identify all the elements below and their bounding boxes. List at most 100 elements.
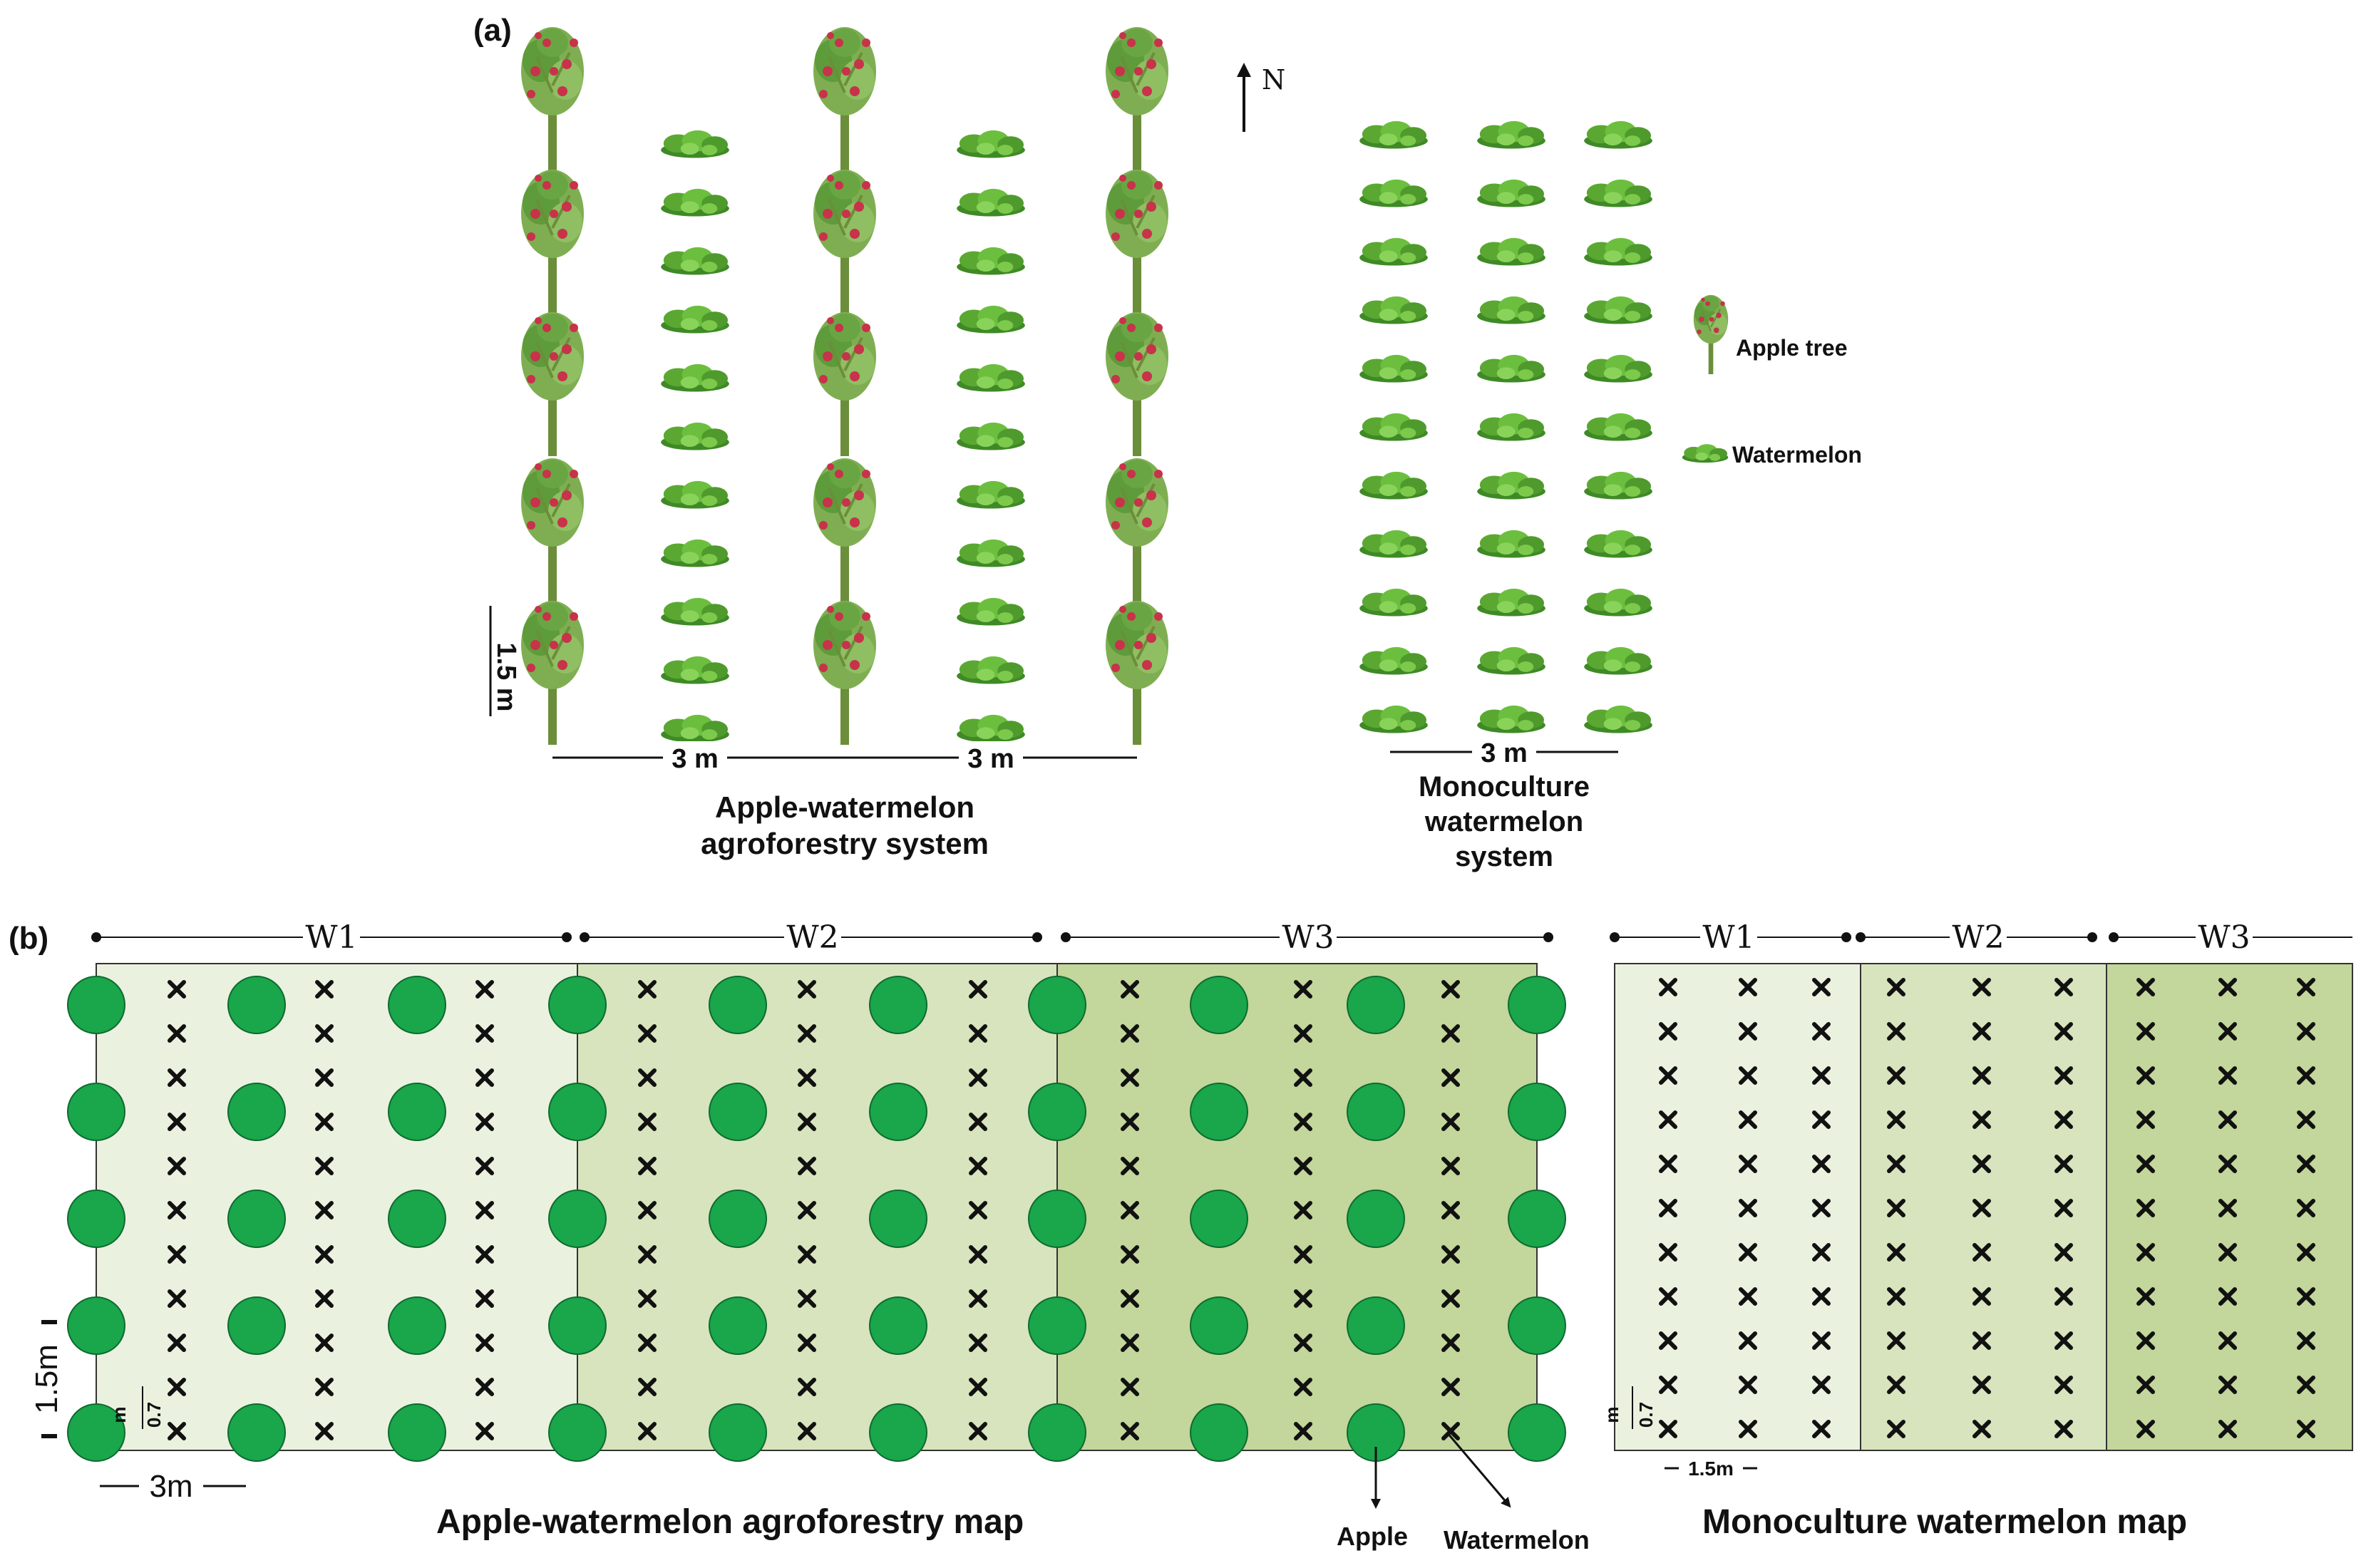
apple-tree-mark xyxy=(709,976,767,1034)
agroforestry-apple-trees xyxy=(520,26,1170,746)
apple-tree-mark xyxy=(67,976,125,1034)
watermelon-icon xyxy=(957,714,1025,743)
watermelon-icon xyxy=(661,539,729,567)
mono-zone-header-w2: W2 xyxy=(1856,919,2097,956)
apple-tree-mark xyxy=(548,1403,607,1462)
watermelon-icon xyxy=(1477,296,1545,324)
watermelon-icon xyxy=(1477,237,1545,266)
mono-zone-header-w1: W1 xyxy=(1610,919,1851,956)
agro-map-apple-marks xyxy=(67,976,1566,1462)
monoculture-watermelons xyxy=(1359,120,1652,733)
legend-apple-tree-icon xyxy=(1692,294,1729,376)
apple-tree-icon xyxy=(812,168,878,315)
watermelon-icon xyxy=(661,597,729,626)
apple-tree-mark xyxy=(869,1296,927,1355)
watermelon-icon xyxy=(1477,120,1545,149)
north-arrow: N xyxy=(1237,63,1285,132)
legend-watermelon-label: Watermelon xyxy=(1732,442,1862,468)
watermelon-icon xyxy=(1477,705,1545,733)
watermelon-pointer-arrow xyxy=(1446,1432,1511,1508)
agro-map-plant-spacing-a: 0.7 xyxy=(143,1402,165,1428)
mono-zone-label-w2: W2 xyxy=(1952,919,2004,956)
apple-tree-icon xyxy=(812,599,878,746)
watermelon-icon xyxy=(661,714,729,743)
watermelon-icon xyxy=(957,539,1025,567)
watermelon-icon xyxy=(1359,237,1428,266)
watermelon-icon xyxy=(1477,413,1545,441)
agro-spacing-label-b: 3 m xyxy=(967,744,1014,774)
apple-tree-mark xyxy=(1028,1083,1086,1141)
watermelon-icon xyxy=(957,422,1025,450)
north-label: N xyxy=(1262,64,1285,96)
watermelon-icon xyxy=(1584,530,1652,558)
watermelon-icon xyxy=(957,130,1025,158)
apple-tree-mark xyxy=(1347,976,1405,1034)
agroforestry-caption-line2: agroforestry system xyxy=(701,827,989,861)
mono-map-plant-spacing: 0.7 m xyxy=(1601,1386,1657,1429)
watermelon-icon xyxy=(661,247,729,275)
agro-row-spacing-label: 1.5 m xyxy=(491,642,521,711)
apple-tree-mark xyxy=(869,1403,927,1462)
apple-tree-mark xyxy=(548,1296,607,1355)
apple-tree-mark xyxy=(67,1296,125,1355)
watermelon-icon xyxy=(957,656,1025,684)
panel-b-label: (b) xyxy=(9,921,49,956)
panel-a-label: (a) xyxy=(473,13,512,48)
apple-tree-mark xyxy=(1347,1190,1405,1248)
agroforestry-caption-line1: Apple-watermelon xyxy=(714,790,975,824)
legend-watermelon-icon xyxy=(1682,444,1729,463)
watermelon-icon xyxy=(661,422,729,450)
mono-map-spacing-label: 1.5m xyxy=(1688,1458,1734,1480)
watermelon-icon xyxy=(1584,705,1652,733)
apple-tree-mark xyxy=(709,1403,767,1462)
apple-tree-mark xyxy=(548,1083,607,1141)
watermelon-icon xyxy=(1359,413,1428,441)
watermelon-icon xyxy=(1359,179,1428,207)
apple-tree-mark xyxy=(227,1190,286,1248)
apple-tree-mark xyxy=(227,1083,286,1141)
apple-tree-icon xyxy=(1104,26,1170,172)
apple-tree-mark xyxy=(1508,1296,1566,1355)
apple-tree-mark xyxy=(1028,1403,1086,1462)
watermelon-icon xyxy=(957,305,1025,334)
apple-tree-mark xyxy=(1190,1296,1248,1355)
agro-map-row-spacing: 1.5m xyxy=(29,1320,64,1438)
apple-tree-mark xyxy=(388,1296,446,1355)
agro-dimension-3m-b: 3 m xyxy=(845,741,1137,774)
watermelon-icon xyxy=(1584,120,1652,149)
agro-zone-header-w2: W2 xyxy=(580,919,1042,956)
monoculture-caption-line2: watermelon xyxy=(1424,805,1584,837)
apple-tree-mark xyxy=(709,1296,767,1355)
apple-tree-mark xyxy=(709,1083,767,1141)
agro-map-row-spacing-label: 1.5m xyxy=(29,1344,64,1414)
agro-zone-w1 xyxy=(96,963,578,1451)
watermelon-icon xyxy=(661,363,729,392)
watermelon-icon xyxy=(1584,237,1652,266)
watermelon-icon xyxy=(1477,530,1545,558)
watermelon-icon xyxy=(1359,588,1428,617)
apple-tree-icon xyxy=(1104,599,1170,746)
watermelon-icon xyxy=(1477,179,1545,207)
apple-tree-mark xyxy=(1028,976,1086,1034)
agro-spacing-label-a: 3 m xyxy=(672,744,718,774)
apple-tree-icon xyxy=(520,457,585,604)
monoculture-caption-line1: Monoculture xyxy=(1419,771,1590,803)
watermelon-icon xyxy=(1359,705,1428,733)
apple-tree-mark xyxy=(1190,1083,1248,1141)
monoculture-map-title: Monoculture watermelon map xyxy=(1702,1503,2188,1541)
apple-tree-icon xyxy=(1104,168,1170,315)
watermelon-icon xyxy=(1584,413,1652,441)
apple-tree-icon xyxy=(520,26,585,172)
apple-tree-mark xyxy=(227,976,286,1034)
apple-tree-mark xyxy=(869,1083,927,1141)
watermelon-icon xyxy=(661,480,729,509)
apple-tree-mark xyxy=(388,1083,446,1141)
watermelon-icon xyxy=(1584,179,1652,207)
apple-tree-mark xyxy=(869,976,927,1034)
mono-map-plant-spacing-a: 0.7 xyxy=(1635,1402,1657,1428)
apple-tree-mark xyxy=(1190,1190,1248,1248)
apple-tree-icon xyxy=(1104,311,1170,458)
watermelon-icon xyxy=(661,188,729,217)
apple-tree-icon xyxy=(812,457,878,604)
agro-map-plant-spacing-b: m xyxy=(108,1406,130,1423)
